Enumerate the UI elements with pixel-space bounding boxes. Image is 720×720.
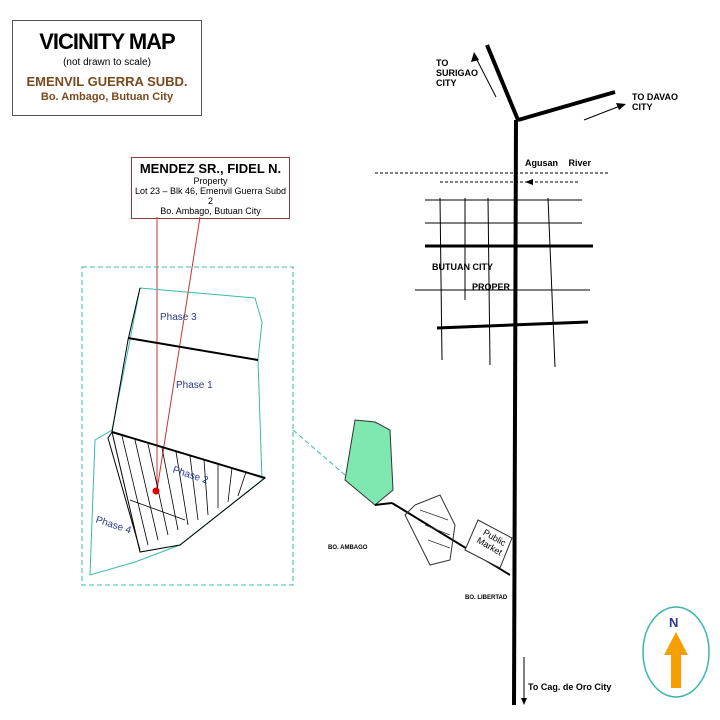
city-proper-label-2: PROPER: [472, 282, 511, 292]
phase-boundary: [107, 287, 141, 551]
ambago-label: BO. AMBAGO: [328, 545, 368, 551]
compass: [642, 606, 710, 698]
surigao-road: [485, 44, 520, 121]
phase-3-label: Phase 3: [160, 312, 197, 323]
city-proper-label: BUTUAN CITY: [432, 262, 493, 272]
phase-divider: [111, 431, 266, 479]
davao-label: TO DAVAO CITY: [632, 92, 679, 112]
inset-frame: [81, 266, 294, 586]
lot-lines: [121, 435, 247, 546]
inset-connector: [292, 429, 346, 476]
title-box: VICINITY MAP (not drawn to scale) EMENVI…: [12, 20, 202, 116]
arrow-surigao-icon: [471, 52, 479, 62]
site-area: [344, 419, 394, 506]
owner-name: MENDEZ SR., FIDEL N.: [139, 161, 282, 176]
davao-road: [517, 90, 616, 122]
city-grid: [415, 197, 593, 368]
owner-box: MENDEZ SR., FIDEL N. Property Lot 23 – B…: [131, 157, 290, 219]
surigao-label: TO SURIGAO CITY: [436, 58, 479, 88]
arrow-cdo-icon: [521, 698, 527, 705]
cdo-label: To Cag. de Oro City: [528, 682, 612, 692]
subdivision-location: Bo. Ambago, Butuan City: [40, 91, 174, 103]
river-label: Agusan River: [525, 158, 592, 168]
main-highway: [512, 119, 518, 706]
owner-location: Bo. Ambago, Butuan City: [160, 206, 261, 216]
phase-divider: [127, 337, 259, 361]
libertad-subdivision: [404, 494, 456, 566]
public-market[interactable]: [464, 519, 513, 569]
subdivision-name: EMENVIL GUERRA SUBD.: [26, 74, 188, 89]
pointer-line: [156, 216, 201, 491]
arrow-davao-icon: [616, 103, 626, 110]
property-marker: [152, 487, 160, 495]
map-title: VICINITY MAP: [39, 29, 176, 54]
owner-lot: Lot 23 – Blk 46, Emenvil Guerra Subd 2: [134, 186, 287, 206]
north-arrow-icon: [664, 632, 688, 688]
scale-note: (not drawn to scale): [63, 57, 151, 68]
libertad-label: BO. LIBERTAD: [465, 595, 508, 601]
owner-label: Property: [193, 176, 228, 186]
compass-north-label: N: [669, 615, 679, 630]
phase-1-label: Phase 1: [176, 380, 213, 391]
